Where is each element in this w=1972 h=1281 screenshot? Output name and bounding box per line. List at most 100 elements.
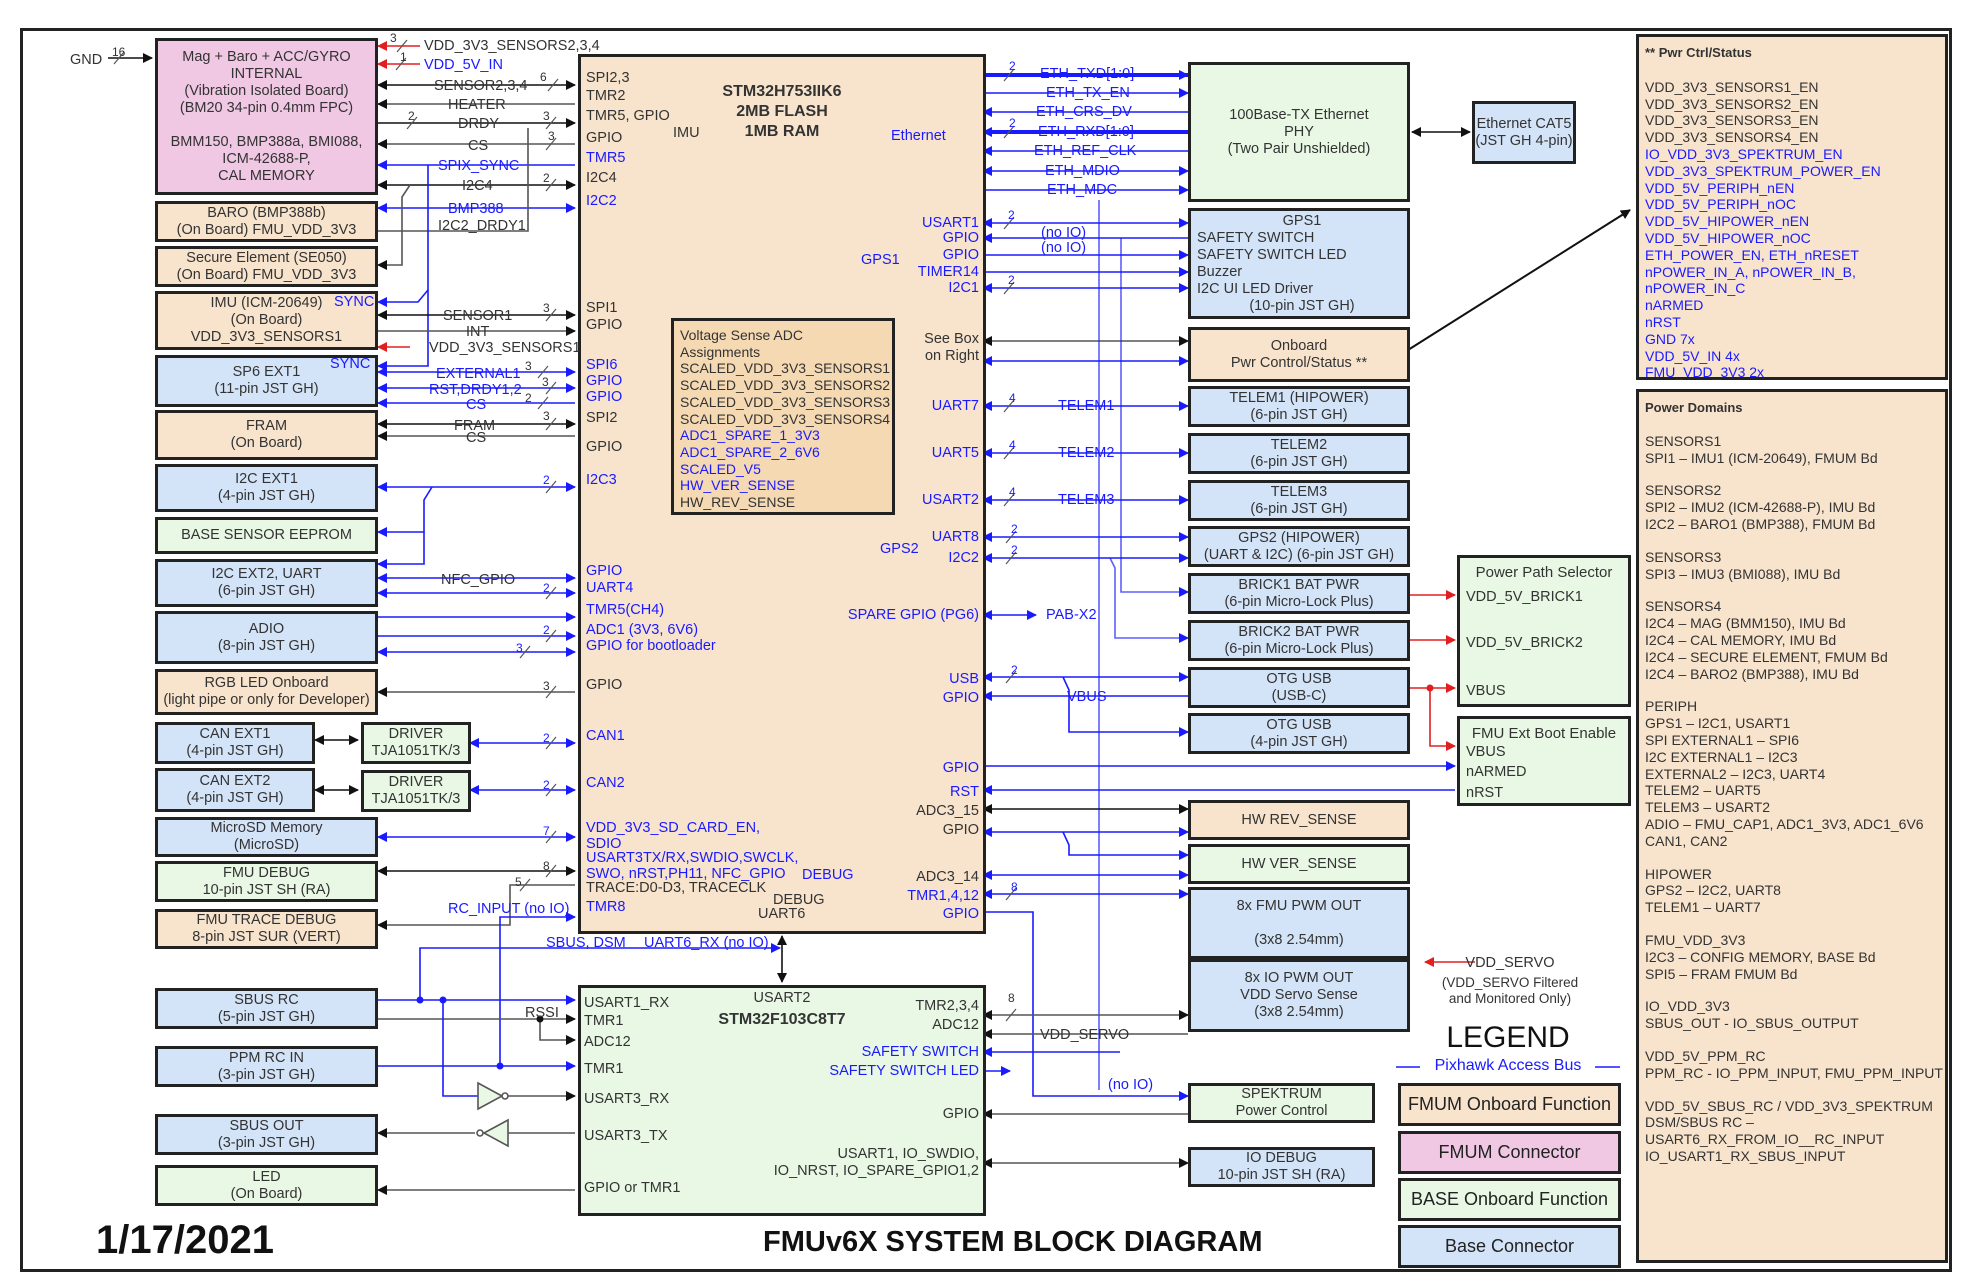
fmu-debug-block: FMU DEBUG 10-pin JST SH (RA) [155,861,378,902]
wire-label: INT [466,324,490,340]
sbus-rc-block: SBUS RC (5-pin JST GH) [155,988,378,1029]
hw-ver-line: HW VER_SENSE [1241,855,1357,872]
wire-label: TELEM1 [1058,398,1115,414]
telem1-line: (6-pin JST GH) [1250,406,1348,423]
spacer [1645,1032,1939,1048]
spacer [1645,850,1939,866]
wire-label: VBUS [1067,689,1107,705]
driver1-line: TJA1051TK/3 [371,743,461,759]
pwr-ctrl-item: VDD_3V3_SENSORS3_EN [1645,112,1819,129]
fmu-pwm-block: 8x FMU PWM OUT (3x8 2.54mm) [1188,887,1410,959]
io-debug-line: IO DEBUG [1246,1150,1317,1166]
wire-label: UART6_RX (no IO) [644,935,769,951]
gps1-line: (10-pin JST GH) [1249,297,1355,314]
legend-title: LEGEND [1446,1021,1570,1054]
fmu-pin-label: UART5 [931,445,979,461]
pwr-ctrl-item: VDD_5V_HIPOWER_nOC [1645,229,1811,246]
pwr-ctrl-item: nRST [1645,313,1681,330]
wire-label: 3 [543,301,550,315]
spacer [1645,1082,1939,1098]
junction-vbus [1426,684,1434,692]
wire-hw-ver [1062,831,1189,860]
fmu-pin-label: GPIO [942,690,979,706]
power-domain-line: IO_VDD_3V3 [1645,998,1730,1015]
wire-label: DRDY [458,116,500,132]
brick2-line: (6-pin Micro-Lock Plus) [1224,640,1374,657]
wire-brick1 [1120,238,1189,597]
gps2-line: GPS2 (HIPOWER) [1238,529,1360,546]
wire-label: 3 [542,375,549,389]
wire-sbus-dsm [419,943,781,1000]
ppm-rc-line: PPM RC IN [229,1049,304,1066]
fmu-pin-label: TRACE:D0-D3, TRACECLK [586,880,767,896]
wire-label: RC_INPUT (no IO) [448,901,570,917]
imu-onboard-block: IMU (ICM-20649) (On Board) VDD_3V3_SENSO… [155,291,378,350]
group-ethernet: Ethernet [891,128,946,144]
base-eeprom-line: BASE SENSOR EEPROM [181,527,352,543]
pwr-ctrl-panel-title: ** Pwr Ctrl/Status [1645,45,1752,60]
io-pin-label: TMR1 [584,1061,624,1077]
fmu-pin-label: I2C1 [948,280,979,296]
group-gps1: GPS1 [861,252,900,268]
power-domain-line: SPI1 – IMU1 (ICM-20649), FMUM Bd [1645,449,1878,466]
fmu-pin-label: SPI2 [586,410,618,426]
sbus-out-block: SBUS OUT (3-pin JST GH) [155,1114,378,1155]
spacer [1645,62,1939,79]
io-pin-label: USART3_TX [584,1128,668,1144]
wire-label: VDD_3V3_SENSORS2,3,4 [424,38,600,54]
eth-phy-line: (Two Pair Unshielded) [1227,140,1371,157]
wire-label: NFC_GPIO [441,572,516,588]
secure-line: Secure Element (SE050) [186,249,347,266]
eth-phy-line: PHY [1284,123,1314,140]
wire-label: 2 [525,391,532,405]
pwr-ctrl-item: nARMED [1645,297,1704,314]
io-pin-label: USART1, IO_SWDIO, [837,1146,979,1162]
fmu-pin-label: USART1 [922,215,979,231]
wire-vbus-boot [1429,688,1456,751]
imu-onboard-line: VDD_3V3_SENSORS1 [190,329,343,345]
pwr-ctrl-item: VDD_5V_PERIPH_nOC [1645,196,1796,213]
adc-item: SCALED_VDD_3V3_SENSORS2 [680,377,891,394]
power-path-pin: VDD_5V_BRICK1 [1466,589,1583,605]
io-debug-line: 10-pin JST SH (RA) [1217,1167,1346,1183]
fmu-pin-label: GPIO [586,130,623,146]
otg-jst-block: OTG USB (4-pin JST GH) [1188,713,1410,754]
power-path-block: Power Path Selector VDD_5V_BRICK1 VDD_5V… [1457,555,1631,707]
wire-i2c4-secure [377,184,411,270]
wire-label: 2 [1011,543,1018,557]
fmu-pin-label: UART7 [931,398,979,414]
adc-item: HW_VER_SENSE [680,477,796,494]
rgb-led-block: RGB LED Onboard (light pipe or only for … [155,669,378,715]
junction-sbus2 [439,996,447,1004]
fmu-pin-label: SPARE GPIO (PG6) [847,607,979,623]
fmu-pin-label: GPIO [586,677,623,693]
io-pin-label: USART3_RX [584,1091,670,1107]
telem2-line: TELEM2 [1270,436,1328,453]
wire-pwr-to-panel [1407,209,1631,351]
io-pin-label: GPIO [942,1106,979,1122]
imu-internal-line: Mag + Baro + ACC/GYRO [182,48,351,65]
sp6-line: SP6 EXT1 [232,364,301,380]
telem3-line: TELEM3 [1270,483,1328,500]
fmu-pin-label: SDIO [586,836,622,852]
baro-block: BARO (BMP388b) (On Board) FMU_VDD_3V3 [155,201,378,242]
fmu-pin-label: SWO, nRST,PH11, NFC_GPIO [586,866,786,882]
sp6-ext1-block: SP6 EXT1 (11-pin JST GH) [155,355,378,407]
wire-label: 3 [548,129,555,143]
pwr-ctrl-item: VDD_5V_IN 4x [1645,347,1740,364]
io-pwm-line: 8x IO PWM OUT [1244,970,1354,986]
led-line: LED [252,1168,281,1185]
hw-rev-block: HW REV_SENSE [1188,800,1410,840]
fmu-pin-label: I2C4 [586,170,617,186]
fram-line: FRAM [245,418,288,434]
adio-line: (8-pin JST GH) [217,637,316,654]
can-ext1-line: (4-pin JST GH) [186,743,284,759]
pwr-ctrl-item: VDD_5V_PERIPH_nEN [1645,179,1795,196]
brick2-block: BRICK2 BAT PWR (6-pin Micro-Lock Plus) [1188,620,1410,661]
imu-internal-line: BMM150, BMP388a, BMI088, [170,133,363,150]
can-ext1-block: CAN EXT1 (4-pin JST GH) [155,722,315,764]
fmu-bottom-uart6: UART6 [758,906,806,922]
power-domain-line: VDD_5V_PPM_RC [1645,1047,1766,1064]
power-path-pin: VDD_5V_BRICK2 [1466,635,1583,651]
fmu-pin-label: ADC3_14 [916,869,979,885]
